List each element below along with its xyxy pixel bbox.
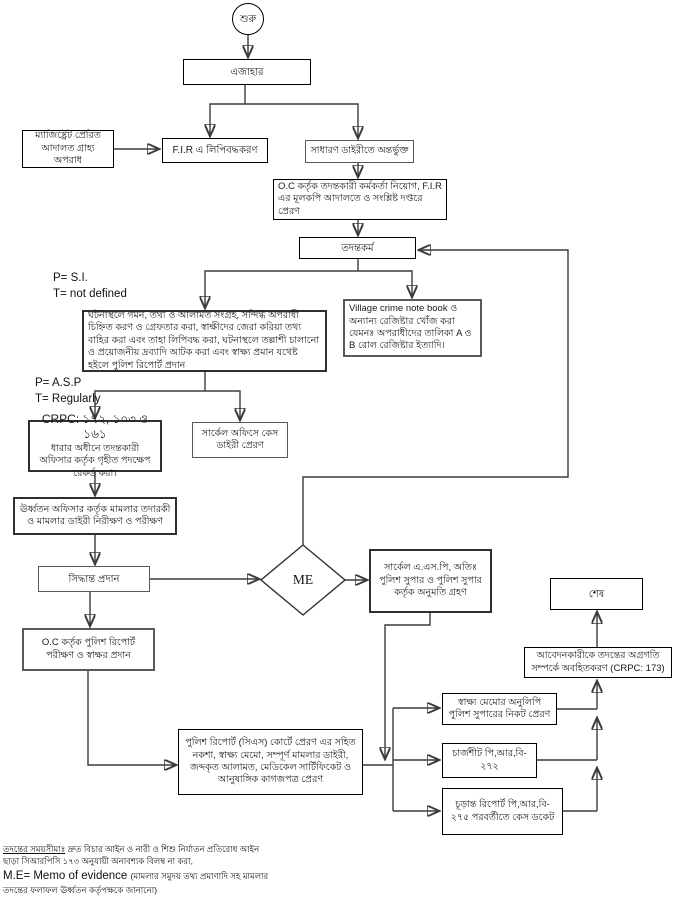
annotation-p-si-line1: P= S.I.: [53, 272, 88, 284]
node-final-report: চূড়ান্ত রিপোর্ট পি,আর,বি- ২৭৫ পরবর্তীতে…: [442, 788, 563, 835]
footnote-line2: ছাড়া সিআরপিসি ১৭৩ অনুযায়ী অনাবশ্যক বিল…: [3, 856, 193, 867]
connector-actions-circleoffice: [205, 390, 240, 419]
annotation-p-si: P= S.I. T= not defined: [53, 271, 127, 302]
annotation-p-asp-line2: T= Regularly: [35, 392, 101, 405]
connector-me-feedback-investigation: [302, 250, 569, 545]
footnote-line3-rest: (মামলার সমুদয় তথ্য প্রমাণাদি সহ মামলার: [130, 870, 269, 881]
node-ejahar: এজাহার: [183, 59, 311, 85]
start-node: শুরু: [232, 3, 264, 35]
node-oc-assign: O.C কর্তৃক তদন্তকারী কর্মকর্তা নিয়োগ, F…: [273, 179, 447, 220]
me-label: ME: [292, 572, 314, 587]
node-decision: সিদ্ধান্ত প্রদান: [38, 566, 150, 592]
connector-ejahar-fir: [210, 103, 245, 135]
connector-investigation-actions: [205, 270, 358, 307]
node-cs-report: পুলিশ রিপোর্ট (সিএস) কোর্টে প্রেরণ এর সহ…: [178, 729, 363, 795]
node-magistrate: ম্যাজিষ্ট্রেট প্রেরিত আদালত গ্রাহ্য অপরা…: [22, 130, 114, 168]
footnote-line1-rest: দ্রুত বিচার আইন ও নারী ও শিশু নির্যাতন প…: [65, 844, 260, 854]
footnote: তদন্তের সময়সীমাঃ দ্রুত বিচার আইন ও নারী…: [3, 843, 283, 897]
node-general-diary: সাধারণ ডাইরীতে অন্তর্ভুক্ত: [305, 140, 414, 163]
annotation-p-asp: P= A.S.P T= Regularly: [35, 376, 101, 407]
footnote-line1: তদন্তের সময়সীমাঃ দ্রুত বিচার আইন ও নারী…: [3, 843, 283, 855]
node-notify-applicant: আবেদনকারীকে তদন্তের অগ্রগতি সম্পর্কে অবহ…: [524, 647, 672, 678]
node-fir: F.I.R এ লিপিবদ্ধকরণ: [162, 138, 268, 163]
node-crpc-record: CRPC: ১৭২, ১০৩ ও ১৬১ ধারার অধীনে তদন্তকা…: [28, 412, 162, 479]
footnote-line3-latin: M.E= Memo of evidence: [3, 869, 131, 882]
node-memo-copy: স্বাক্ষ্য মেমোর অনুলিপি পুলিশ সুপারের নি…: [442, 693, 557, 725]
connector-ocreview-csreport: [87, 671, 175, 765]
node-oc-review: O.C কর্তৃক পুলিশ রিপোর্ট পরীক্ষণ ও স্বাক…: [22, 628, 155, 671]
node-supervision: ঊর্ধ্বতন অফিসার কর্তৃক মামলার তদারকী ও ম…: [13, 497, 177, 535]
connector-approval-down: [385, 613, 431, 758]
node-crpc-line1: CRPC: ১৭২, ১০৩ ও ১৬১: [41, 411, 149, 442]
connector-investigation-village: [358, 270, 412, 296]
node-chargesheet: চার্জশীট পি,আর,বি- ২৭২: [442, 743, 537, 778]
footnote-line4: তদন্তের ফলাফল ঊর্ধ্বতন কর্তৃপক্ষকে জানান…: [3, 885, 158, 896]
node-approval: সার্কেল এ.এস.পি, অতিঃ পুলিশ সুপার ও পুলি…: [369, 549, 492, 613]
annotation-p-asp-line1: P= A.S.P: [35, 377, 82, 389]
footnote-line3: M.E= Memo of evidence (মামলার সমুদয় তথ্…: [3, 868, 283, 885]
node-circle-office: সার্কেল অফিসে কেস ডাইরী প্রেরণ: [192, 422, 288, 458]
node-end: শেষ: [550, 578, 643, 610]
node-village-crime-book: Village crime note book ও অন্যান্য রেজিষ…: [343, 299, 482, 357]
annotation-p-si-line2: T= not defined: [53, 287, 127, 300]
node-crpc-line2: ধারার অধীনে তদন্তকারী অফিসার কর্তৃক গৃহী…: [39, 443, 151, 479]
node-investigation: তদন্তকর্ম: [299, 237, 416, 259]
node-investigation-actions: ঘটনাস্থলে গমন, তথ্য ও আলামত সংগ্রহ, সন্দ…: [82, 310, 327, 372]
connector-ejahar-gd: [245, 103, 358, 137]
footnote-line1-underlined: তদন্তের সময়সীমাঃ: [3, 844, 66, 854]
